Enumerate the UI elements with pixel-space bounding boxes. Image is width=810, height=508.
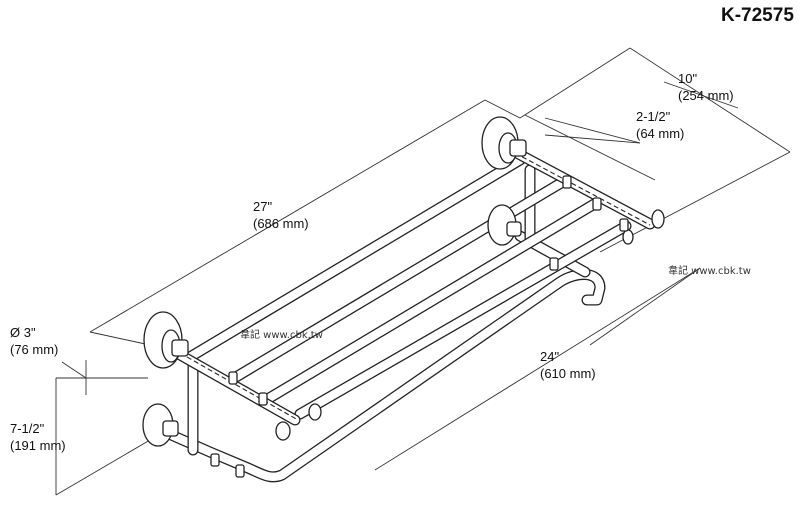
flange-label-in: Ø 3" — [10, 325, 36, 340]
length-label-in: 27" — [253, 199, 272, 214]
model-number: K-72575 — [721, 5, 794, 26]
height-label-mm: (191 mm) — [10, 438, 66, 453]
spacing-label-in: 2-1/2" — [636, 109, 671, 124]
flange-label-mm: (76 mm) — [10, 342, 58, 357]
shelf-rods — [184, 154, 632, 420]
flange-mid-right — [487, 204, 522, 246]
connector-bands — [210, 175, 629, 478]
bar-length-label-mm: (610 mm) — [540, 366, 596, 381]
bar-length-label-in: 24" — [540, 349, 559, 364]
wall-flanges — [142, 116, 527, 447]
watermark-center: 韋記 www.cbk.tw — [240, 328, 323, 341]
depth-label-in: 10" — [678, 71, 697, 86]
side-frames — [169, 146, 656, 426]
flange-bottom-left — [142, 403, 179, 447]
depth-label-mm: (254 mm) — [678, 88, 734, 103]
watermark-right: 韋記 www.cbk.tw — [668, 264, 751, 277]
flange-top-right — [481, 116, 527, 170]
lower-towel-bar — [154, 230, 606, 483]
height-label-in: 7-1/2" — [10, 421, 45, 436]
spacing-label-mm: (64 mm) — [636, 126, 684, 141]
length-label-mm: (686 mm) — [253, 216, 309, 231]
end-caps — [275, 209, 665, 441]
flange-top-left — [143, 311, 189, 369]
